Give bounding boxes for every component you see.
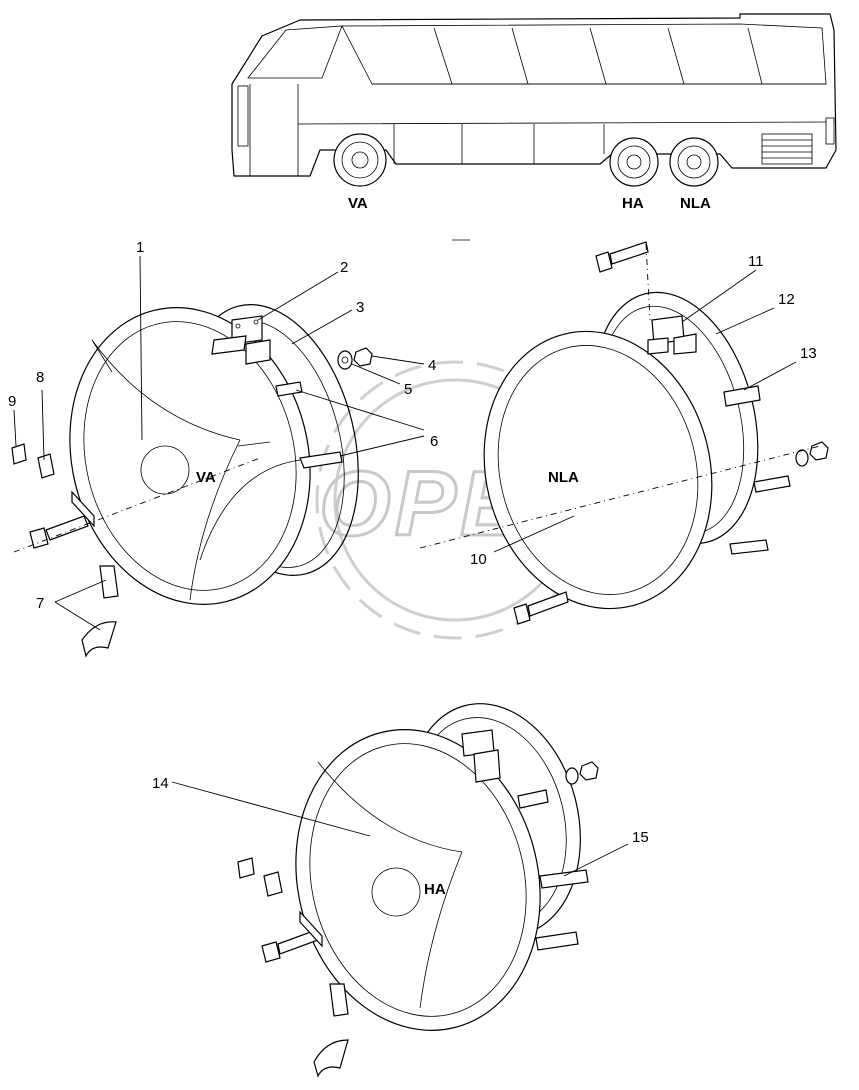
callout-8: 8 [36, 369, 44, 386]
part-callouts: 1 2 3 4 5 6 7 8 9 10 11 12 13 14 15 [8, 239, 817, 846]
callout-14: 14 [152, 775, 169, 792]
leader-lines [13, 255, 797, 877]
bus-side-view: VA HA NLA [231, 13, 837, 212]
clamp-bracket [211, 315, 271, 365]
callout-11: 11 [748, 253, 764, 270]
callout-13: 13 [800, 345, 817, 362]
trailing-wheel [669, 137, 719, 187]
callout-9: 9 [8, 393, 16, 410]
cover-label-trailing: NLA [548, 469, 579, 486]
callout-5: 5 [404, 381, 412, 398]
callout-1: 1 [136, 239, 144, 256]
front-wheel-cover-assembly: VA [11, 304, 373, 658]
callout-4: 4 [428, 357, 436, 374]
callout-10: 10 [470, 551, 487, 568]
cover-label-drive: HA [424, 881, 446, 898]
callout-2: 2 [340, 259, 348, 276]
axle-label-front: VA [348, 195, 368, 212]
axle-label-rear-drive: HA [622, 195, 644, 212]
front-wheel [333, 133, 387, 187]
drive-wheel [609, 137, 659, 187]
callout-3: 3 [356, 299, 364, 316]
callout-7: 7 [36, 595, 44, 612]
axle-label-rear-trailing: NLA [680, 195, 711, 212]
drive-wheel-cover-assembly: HA [237, 703, 599, 1078]
callout-12: 12 [778, 291, 795, 308]
callout-6: 6 [430, 433, 438, 450]
trailing-wheel-cover-assembly: NLA [483, 241, 829, 625]
cover-label-front: VA [196, 469, 216, 486]
callout-15: 15 [632, 829, 649, 846]
